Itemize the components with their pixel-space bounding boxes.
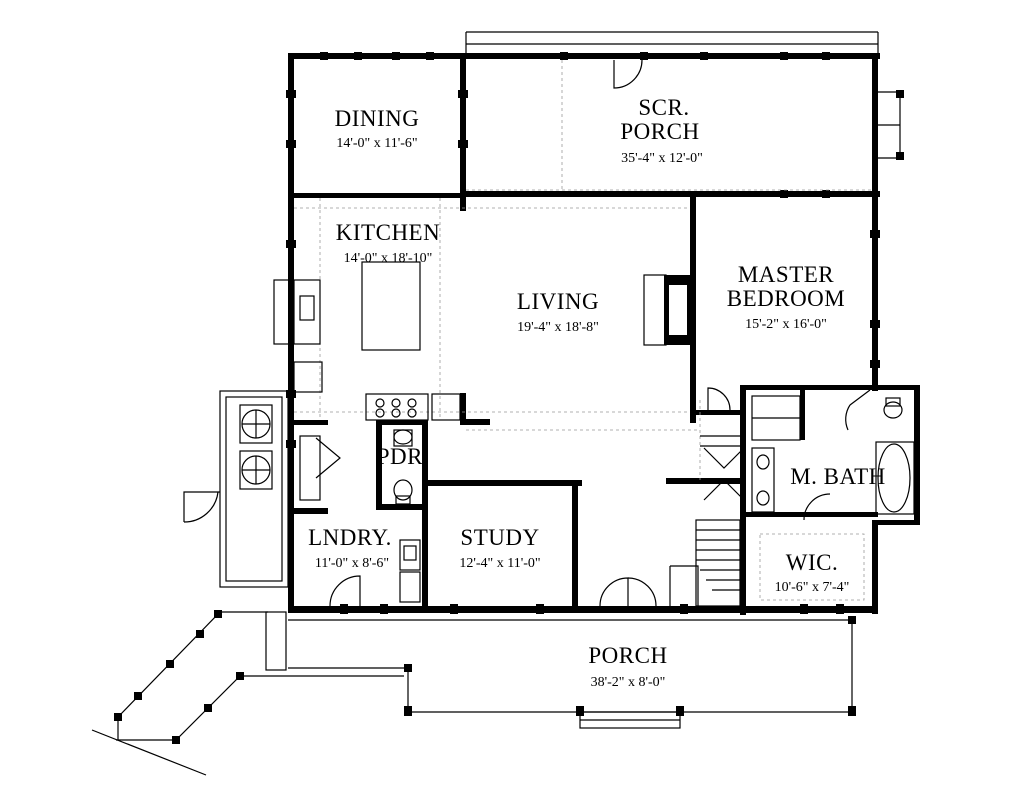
living-dims: 19'-4" x 18'-8" xyxy=(517,320,599,335)
doors xyxy=(315,59,871,607)
ac-unit-2 xyxy=(239,450,273,490)
lndry-dims: 11'-0" x 8'-6" xyxy=(315,556,389,571)
bath-fixtures xyxy=(751,395,915,515)
fireplace xyxy=(669,285,687,335)
kitchen-island xyxy=(361,261,421,351)
ac-unit-1 xyxy=(239,404,273,444)
master-label-line2: BEDROOM xyxy=(727,286,846,311)
m-bath-label: M. BATH xyxy=(790,464,886,489)
kitchen-fixtures xyxy=(273,261,461,421)
vanity xyxy=(751,447,775,513)
powder-fixtures xyxy=(393,429,413,505)
screened-porch-top-rail xyxy=(465,31,879,56)
lndry-label: LNDRY. xyxy=(308,525,392,550)
pdr-label: PDR. xyxy=(377,444,430,469)
dining-label: DINING xyxy=(335,106,420,131)
study-dims: 12'-4" x 11'-0" xyxy=(459,556,540,571)
angled-walkway xyxy=(91,610,288,776)
interior-walls xyxy=(288,275,878,615)
fireplace-hearth xyxy=(643,274,667,346)
master-dims: 15'-2" x 16'-0" xyxy=(745,317,827,332)
room-labels: DINING 14'-0" x 11'-6" SCR. PORCH 35'-4"… xyxy=(308,95,886,690)
master-label-line1: MASTER xyxy=(738,262,834,287)
exterior-walls xyxy=(288,53,920,614)
study-label: STUDY xyxy=(460,525,539,550)
bathtub xyxy=(877,443,911,513)
window-markers xyxy=(286,52,880,614)
scr-porch-label-line2: PORCH xyxy=(620,119,699,144)
porch-label: PORCH xyxy=(588,643,667,668)
kitchen-label: KITCHEN xyxy=(336,220,440,245)
stairs xyxy=(669,435,741,607)
front-porch xyxy=(265,611,856,729)
wic-dims: 10'-6" x 7'-4" xyxy=(775,580,850,595)
laundry-fixtures xyxy=(299,435,421,603)
toilet xyxy=(883,401,903,419)
porch-dims: 38'-2" x 8'-0" xyxy=(591,675,666,690)
living-label: LIVING xyxy=(517,289,599,314)
wic-shelving xyxy=(759,533,865,601)
cooktop xyxy=(365,393,429,421)
side-entry xyxy=(183,390,289,588)
kitchen-dims: 14'-0" x 18'-10" xyxy=(344,251,433,266)
dining-dims: 14'-0" x 11'-6" xyxy=(336,136,417,151)
wic-label: WIC. xyxy=(786,550,838,575)
scr-porch-dims: 35'-4" x 12'-0" xyxy=(621,151,703,166)
scr-porch-bay xyxy=(878,90,904,160)
scr-porch-label-line1: SCR. xyxy=(638,95,689,120)
